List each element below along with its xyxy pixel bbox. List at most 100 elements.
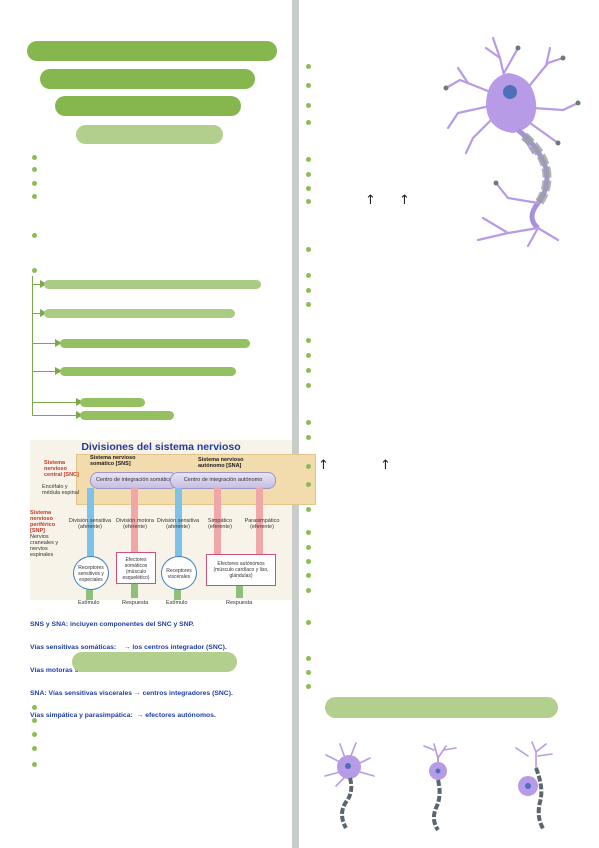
arrow-up-icon: ↑ xyxy=(365,193,376,208)
snp-label: Sistema nervioso periférico [SNP] xyxy=(30,510,56,534)
bullet-dot xyxy=(306,670,311,675)
bullet-dot xyxy=(32,732,37,737)
tree-bar-3 xyxy=(60,339,250,348)
integration-center-somatic: Centro de integración somático xyxy=(90,472,178,489)
bullet-dot xyxy=(306,507,311,512)
response-label-1: Respuesta xyxy=(122,600,149,606)
col-label-1: División sensitiva (aferente) xyxy=(68,518,112,530)
neuron-illustration xyxy=(443,36,581,248)
multipolar-neuron-illustration xyxy=(324,742,375,829)
bullet-dot xyxy=(306,656,311,661)
bullet-dot xyxy=(32,705,37,710)
nucleus xyxy=(503,85,517,99)
bullet-dot xyxy=(306,64,311,69)
bullet-dot xyxy=(306,383,311,388)
diagram-title: Divisiones del sistema nervioso xyxy=(81,441,241,453)
section-header-1 xyxy=(76,125,223,144)
bullet-dot xyxy=(306,338,311,343)
tree-bar-2 xyxy=(44,309,235,318)
col-label-2: División motora (eferente) xyxy=(116,518,154,530)
bullet-dot xyxy=(306,103,311,108)
col-label-3: División sensitiva (aferente) xyxy=(156,518,200,530)
column-divider xyxy=(292,0,299,848)
caption-line: Vías sensitivas somáticas: → los centros… xyxy=(30,643,227,651)
unipolar-neuron-illustration xyxy=(515,741,553,832)
bullet-dot xyxy=(306,368,311,373)
bullet-dot xyxy=(32,762,37,767)
bullet-dot xyxy=(306,573,311,578)
bullet-dot xyxy=(32,268,37,273)
bullet-dot xyxy=(306,172,311,177)
bullet-dot xyxy=(306,545,311,550)
bullet-dot xyxy=(32,718,37,723)
bullet-dot xyxy=(306,273,311,278)
stimulus-arrow-2 xyxy=(174,590,181,600)
tree-bar-6 xyxy=(80,411,174,420)
tree-bar-1 xyxy=(44,280,261,289)
response-arrow-2 xyxy=(236,586,243,598)
bullet-dot xyxy=(32,746,37,751)
sna-label: Sistema nervioso autónomo [SNA] xyxy=(198,457,244,469)
caption-line: SNS y SNA: incluyen componentes del SNC … xyxy=(30,621,195,629)
efferent-somatic-bar xyxy=(131,488,138,560)
bullet-dot xyxy=(306,464,311,469)
arrow-up-icon: ↑ xyxy=(318,458,329,473)
bullet-dot xyxy=(32,155,37,160)
bullet-dot xyxy=(306,684,311,689)
bullet-dot xyxy=(32,233,37,238)
bullet-dot xyxy=(306,120,311,125)
bullet-dot xyxy=(306,588,311,593)
title-bar-3 xyxy=(55,96,241,116)
integration-center-autonomic: Centro de integración autónomo xyxy=(170,472,276,489)
bullet-dot xyxy=(306,247,311,252)
section-header-2 xyxy=(72,652,237,672)
bullet-dot xyxy=(306,302,311,307)
nervous-system-divisions-diagram: Divisiones del sistema nervioso Sistema … xyxy=(30,440,316,719)
bullet-dot xyxy=(306,420,311,425)
bipolar-neuron-illustration xyxy=(423,743,457,832)
snc-sublabel: Encéfalo y médula espinal xyxy=(42,484,79,496)
bullet-dot xyxy=(306,288,311,293)
tree-bar-4 xyxy=(60,367,236,376)
arrow-up-icon: ↑ xyxy=(399,193,410,208)
bullet-dot xyxy=(32,194,37,199)
snc-label: Sistema nervioso central [SNC] xyxy=(44,460,79,478)
sympathetic-bar xyxy=(214,488,221,560)
effectors-autonomic: Efectores autónomos (músculo cardíaco y … xyxy=(206,554,276,586)
bullet-dot xyxy=(306,353,311,358)
bullet-dot xyxy=(306,482,311,487)
caption-line: SNA: Vías sensitivas viscerales → centro… xyxy=(30,689,233,697)
snp-sublabel: Nervios craneales y nervios espinales xyxy=(30,534,59,558)
title-bar-2 xyxy=(40,69,255,89)
parasympathetic-bar xyxy=(256,488,263,560)
bullet-dot xyxy=(306,435,311,440)
response-label-2: Respuesta xyxy=(226,600,253,606)
axon xyxy=(516,128,550,230)
effectors-somatic: Efectores somáticos (músculo esquelético… xyxy=(116,552,156,584)
title-bar-1 xyxy=(27,41,277,61)
tree-bar-5 xyxy=(80,398,145,407)
bullet-dot xyxy=(32,167,37,172)
afferent-visceral-bar xyxy=(175,488,182,568)
cell-body xyxy=(486,73,537,133)
receptors-somatic: Receptores sensitivos y especiales xyxy=(73,556,109,590)
stimulus-arrow-1 xyxy=(86,590,93,600)
caption-line: Vías simpática y parasimpática: → efecto… xyxy=(30,712,216,720)
response-arrow-1 xyxy=(131,584,138,598)
bullet-dot xyxy=(306,83,311,88)
myelin-sheath xyxy=(521,132,552,207)
bullet-dot xyxy=(306,559,311,564)
bullet-dot xyxy=(306,199,311,204)
arrow-up-icon: ↑ xyxy=(380,458,391,473)
sns-label: Sistema nervioso somático [SNS] xyxy=(90,455,136,467)
stimulus-label-1: Estímulo xyxy=(78,600,100,606)
section-header-3 xyxy=(325,697,558,718)
bullet-dot xyxy=(306,186,311,191)
col-label-4: Simpático (eferente) xyxy=(207,518,233,530)
bullet-dot xyxy=(306,620,311,625)
afferent-somatic-bar xyxy=(87,488,94,568)
receptors-visceral: Receptores viscerales xyxy=(161,556,197,590)
col-label-5: Parasimpático (eferente) xyxy=(244,518,280,530)
stimulus-label-2: Estímulo xyxy=(166,600,188,606)
bullet-dot xyxy=(306,157,311,162)
